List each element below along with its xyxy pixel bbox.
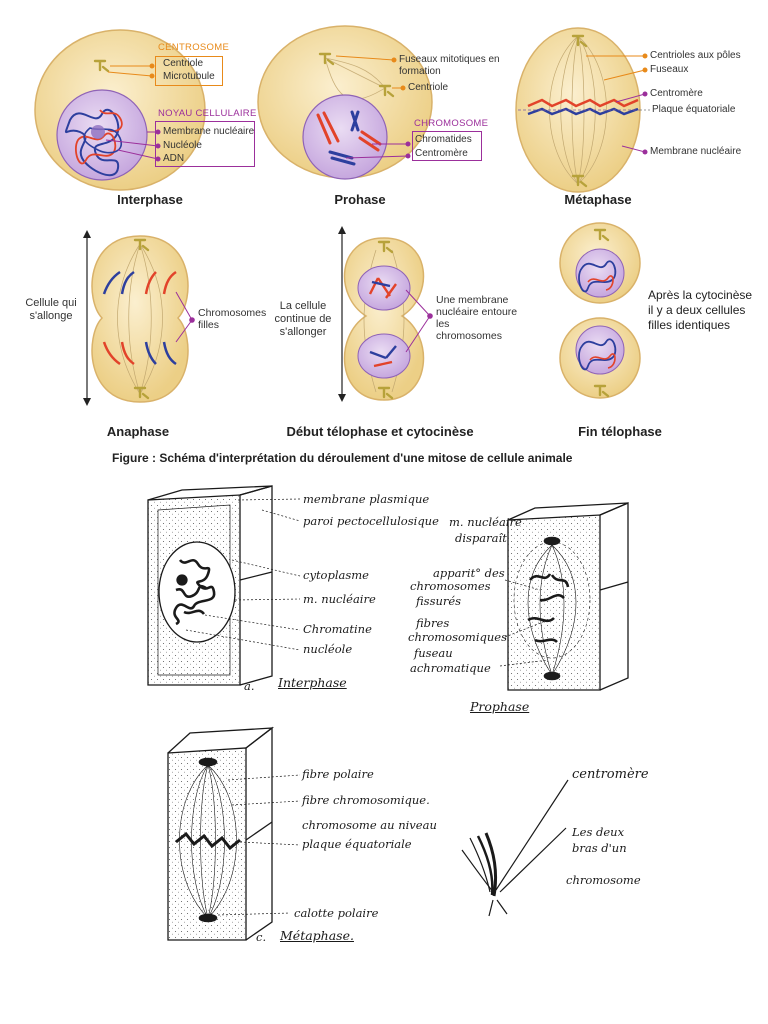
centrosome-label-box: [155, 56, 223, 86]
microtubule-label: Microtubule: [163, 71, 215, 82]
sketch-interphase-title: Interphase: [278, 675, 347, 690]
telophase-debut-side-label: La cellule continue de s'allonger: [274, 300, 332, 338]
metaphase-cell: [515, 27, 650, 193]
membrane-nucleaire-label: Membrane nucléaire: [163, 126, 255, 137]
sketch-prophase-disparait: disparaît: [455, 531, 507, 545]
interphase-title: Interphase: [117, 192, 183, 207]
sketch-chromatine: Chromatine: [303, 622, 372, 636]
prophase-cell: [257, 25, 433, 180]
metaphase-fuseaux-label: Fuseaux: [650, 64, 689, 75]
nucleole-label: Nucléole: [163, 140, 202, 151]
sketch-bras-2: bras d'un: [572, 841, 627, 855]
anaphase-title: Anaphase: [106, 424, 170, 439]
interphase-cell: [34, 29, 206, 191]
figure-caption: Figure : Schéma d'interprétation du déro…: [112, 451, 573, 465]
sketch-fuseau-2: achromatique: [410, 661, 491, 675]
sketch-calotte-polaire: calotte polaire: [294, 906, 379, 920]
sketch-fibre-chromosomique: fibre chromosomique.: [302, 793, 430, 807]
sketch-prophase-title: Prophase: [470, 699, 530, 714]
sketch-fibres-1: fibres: [416, 616, 450, 630]
sketch-chromosome-niveau: chromosome au niveau: [302, 818, 437, 832]
noyau-header: NOYAU CELLULAIRE: [158, 108, 257, 119]
chromosomes-filles-label: Chromosomes filles: [198, 307, 267, 331]
sketch-m-nucleaire: m. nucléaire: [303, 592, 376, 606]
sketch-apparition-2: chromosomes: [410, 579, 491, 593]
telophase-membrane-label: Une membrane nucléaire entoure les chrom…: [436, 294, 518, 342]
sketch-interphase-cell: [147, 485, 301, 686]
centrosome-header: CENTROSOME: [158, 42, 230, 53]
sketch-metaphase-title: Métaphase.: [280, 928, 354, 943]
noyau-label-box: [155, 121, 255, 167]
fuseaux-mitotiques-label: Fuseaux mitotiques en formation: [399, 54, 500, 77]
metaphase-centromere-label: Centromère: [650, 88, 703, 99]
telophase-fin-title: Fin télophase: [578, 424, 662, 439]
sketch-membrane-plasmique: membrane plasmique: [303, 492, 430, 506]
anaphase-cell: [83, 230, 195, 406]
sketch-bras-3: chromosome: [566, 873, 641, 887]
anaphase-side-label: Cellule qui s'allonge: [25, 297, 77, 322]
prophase-centromere-label: Centromère: [415, 148, 468, 159]
prophase-title: Prohase: [334, 192, 386, 207]
sketch-bras-1: Les deux: [572, 825, 625, 839]
telophase-debut-cell: [338, 226, 433, 402]
sketch-metaphase-letter: c.: [256, 930, 267, 944]
telophase-debut-title: Début télophase et cytocinèse: [286, 424, 474, 439]
centriole-label: Centriole: [163, 58, 204, 69]
sketch-cytoplasme: cytoplasme: [303, 568, 369, 582]
sketch-interphase-letter: a.: [244, 679, 255, 693]
cytocinese-note: Après la cytocinèse il y a deux cellules…: [648, 288, 753, 332]
sketch-centromere: centromère: [572, 767, 649, 782]
sketch-metaphase-cell: [167, 726, 301, 941]
sketch-apparition-1: apparit° des: [433, 566, 505, 580]
telophase-fin-cells: [559, 222, 641, 399]
plaque-equatoriale-label: Plaque équatoriale: [652, 104, 736, 115]
sketch-chromosome: [461, 779, 569, 917]
sketch-paroi-pectocellulosique: paroi pectocellulosique: [303, 514, 439, 528]
sketch-fibre-polaire: fibre polaire: [302, 767, 374, 781]
centrioles-poles-label: Centrioles aux pôles: [650, 50, 741, 61]
sketch-prophase-cell: [499, 502, 629, 691]
adn-label: ADN: [163, 153, 185, 164]
sketch-prophase-m-nucleaire: m. nucléaire: [449, 515, 522, 529]
sketch-fuseau-1: fuseau: [414, 646, 453, 660]
sketch-plaque-equatoriale: plaque équatoriale: [302, 837, 412, 851]
prophase-centriole-label: Centriole: [408, 82, 449, 93]
chromosome-label-box: [412, 131, 482, 161]
metaphase-title: Métaphase: [564, 192, 632, 207]
metaphase-membrane-label: Membrane nucléaire: [650, 146, 742, 157]
chromosome-header: CHROMOSOME: [414, 118, 489, 129]
chromatides-label: Chromatides: [415, 134, 472, 145]
sketch-fibres-2: chromosomiques: [408, 630, 507, 644]
sketch-nucleole: nucléole: [303, 642, 353, 656]
sketch-apparition-3: fissurés: [416, 594, 462, 608]
